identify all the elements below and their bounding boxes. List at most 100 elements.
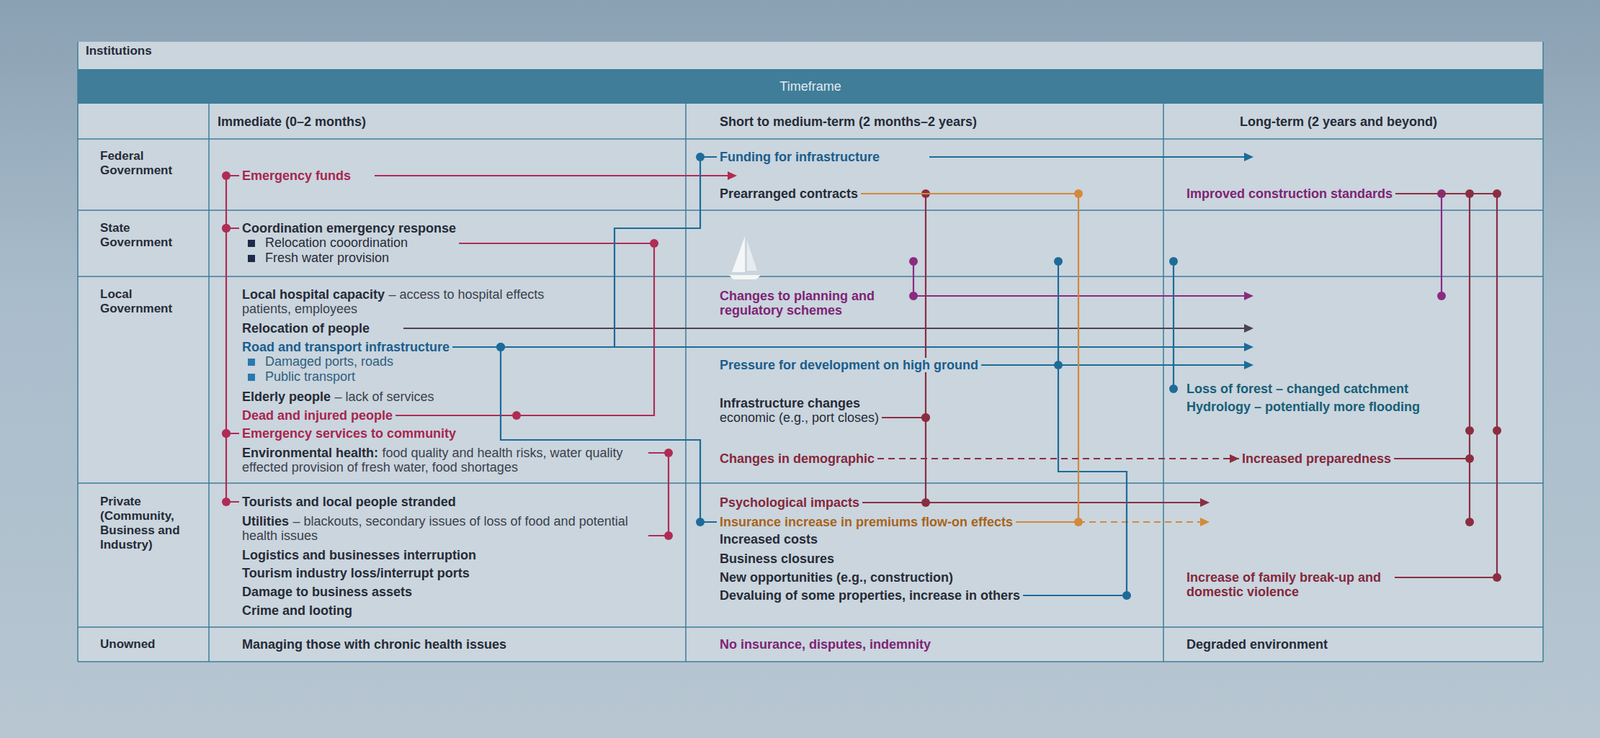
item-text-box: Degraded environment bbox=[1183, 637, 1331, 652]
junction-dot bbox=[1465, 517, 1474, 527]
item-text-box: Utilities– blackouts, secondary issues o… bbox=[239, 514, 649, 544]
connector bbox=[452, 157, 717, 348]
item-text-box: Increased costs bbox=[716, 532, 821, 547]
open-arrow bbox=[1078, 521, 1201, 524]
item-heading: Emergency services to community bbox=[242, 426, 457, 441]
item-heading: Psychological impacts bbox=[719, 495, 860, 511]
open-arrow bbox=[403, 327, 1245, 330]
item-text-box: Crime and looting bbox=[239, 603, 356, 619]
item-heading: Devaluing of some properties, increase i… bbox=[719, 588, 1021, 603]
item-text-box: Changes to planning and regulatory schem… bbox=[716, 288, 903, 318]
junction-dot bbox=[221, 224, 231, 233]
item-heading: Changes in demographic bbox=[719, 451, 875, 467]
junction-dot bbox=[1492, 573, 1502, 583]
junction-dot bbox=[221, 497, 231, 507]
item-heading: Increased preparedness bbox=[1241, 451, 1392, 467]
table-ground bbox=[77, 41, 1544, 663]
item-heading: Emergency funds bbox=[242, 168, 351, 183]
open-arrow bbox=[614, 346, 1245, 348]
junction-dot bbox=[1074, 189, 1083, 199]
junction-dot bbox=[1169, 257, 1178, 266]
junction-dot bbox=[1053, 257, 1063, 266]
open-arrow bbox=[1058, 261, 1245, 366]
junction-dot bbox=[1465, 454, 1474, 464]
connector bbox=[226, 433, 240, 503]
junction-dot bbox=[496, 342, 505, 352]
arrow-head bbox=[1200, 517, 1210, 527]
item-text-box: Pressure for development on high ground bbox=[716, 358, 982, 373]
item-text-box: Relocation of people bbox=[239, 321, 373, 336]
connector bbox=[452, 347, 717, 523]
junction-dot bbox=[221, 224, 231, 233]
row-header: Federal Government bbox=[100, 149, 201, 178]
junction-dot bbox=[909, 257, 918, 266]
junction-dot bbox=[1169, 384, 1178, 394]
junction-dot bbox=[664, 448, 673, 458]
junction-dot bbox=[664, 531, 673, 541]
item-text-box: Loss of forest – changed catchmentHydrol… bbox=[1183, 381, 1423, 415]
item-detail: – lack of services bbox=[334, 389, 434, 405]
item-text-box: Infrastructure changeseconomic (e.g., po… bbox=[716, 396, 882, 426]
item-text-box: Road and transport infrastructureDamaged… bbox=[239, 340, 453, 385]
item-text-box: Increased preparedness bbox=[1239, 451, 1394, 467]
item-heading: Business closures bbox=[719, 551, 835, 567]
item-text-box: Increase of family break-up and domestic… bbox=[1183, 570, 1395, 600]
item-text-box: Psychological impacts bbox=[716, 495, 863, 511]
connector bbox=[1394, 193, 1497, 578]
column-header: Short to medium-term (2 months–2 years) bbox=[719, 114, 977, 129]
item-heading: No insurance, disputes, indemnity bbox=[719, 637, 931, 652]
row-header: State Government bbox=[100, 221, 201, 250]
item-heading: Degraded environment bbox=[1186, 637, 1328, 652]
item-text-box: Funding for infrastructure bbox=[716, 149, 883, 165]
item-text-box: Improved construction standards bbox=[1183, 186, 1396, 201]
item-text-box: Business closures bbox=[716, 551, 838, 567]
junction-dot bbox=[695, 517, 705, 527]
item-heading: New opportunities (e.g., construction) bbox=[719, 570, 954, 585]
item-heading: Pressure for development on high ground bbox=[719, 358, 979, 373]
item-text-box: Devaluing of some properties, increase i… bbox=[716, 588, 1023, 603]
item-heading: Prearranged contracts bbox=[719, 186, 858, 201]
arrow-head bbox=[1244, 342, 1254, 352]
item-text-box: Environmental health:food quality and he… bbox=[239, 445, 649, 475]
arrow-head bbox=[727, 171, 737, 181]
item-heading: Damage to business assets bbox=[242, 584, 413, 600]
connector bbox=[1393, 193, 1470, 459]
arrow-head bbox=[1244, 152, 1254, 162]
item-text-box: Dead and injured people bbox=[239, 408, 396, 423]
item-heading: Utilities bbox=[242, 514, 289, 529]
item-heading: Loss of forest – changed catchment bbox=[1186, 381, 1409, 397]
item-heading: Tourists and local people stranded bbox=[242, 494, 457, 510]
junction-dot bbox=[921, 413, 931, 423]
bullet-item: Relocation cooordination bbox=[242, 235, 408, 251]
item-text-box: Logistics and businesses interruption bbox=[239, 548, 480, 563]
column-header: Long-term (2 years and beyond) bbox=[1239, 114, 1438, 129]
item-text-box: Managing those with chronic health issue… bbox=[239, 637, 510, 652]
junction-dot bbox=[649, 239, 659, 248]
item-text-box: Insurance increase in premiums flow-on e… bbox=[716, 515, 1016, 530]
item-text-box: Prearranged contracts bbox=[716, 186, 861, 201]
bullet-item: Fresh water provision bbox=[242, 250, 390, 266]
header-band bbox=[77, 69, 1544, 104]
connector bbox=[226, 228, 240, 434]
item-text-box: Tourists and local people stranded bbox=[239, 494, 459, 510]
arrow-head bbox=[1244, 291, 1254, 301]
item-text-box: No insurance, disputes, indemnity bbox=[716, 637, 934, 652]
sailboat bbox=[747, 240, 758, 271]
item-detail: – blackouts, secondary issues of loss of… bbox=[242, 514, 629, 544]
item-heading: Increase of family break-up and domestic… bbox=[1186, 570, 1381, 600]
junction-dot bbox=[921, 498, 931, 508]
item-text-box: New opportunities (e.g., construction) bbox=[716, 570, 956, 585]
junction-dot bbox=[221, 429, 231, 439]
junction-dot bbox=[221, 171, 231, 181]
item-heading: Crime and looting bbox=[242, 603, 353, 619]
stub-line bbox=[1468, 458, 1471, 523]
open-arrow bbox=[374, 175, 729, 177]
item-heading: Dead and injured people bbox=[242, 408, 393, 423]
sailboat bbox=[729, 275, 761, 280]
band-title: Timeframe bbox=[77, 69, 1544, 104]
stub-line bbox=[1172, 261, 1175, 390]
item-text-box: Elderly people– lack of services bbox=[239, 389, 438, 405]
item-text-box: Local hospital capacity– access to hospi… bbox=[239, 287, 591, 317]
junction-dot bbox=[496, 342, 505, 352]
item-heading: Increased costs bbox=[719, 532, 818, 547]
